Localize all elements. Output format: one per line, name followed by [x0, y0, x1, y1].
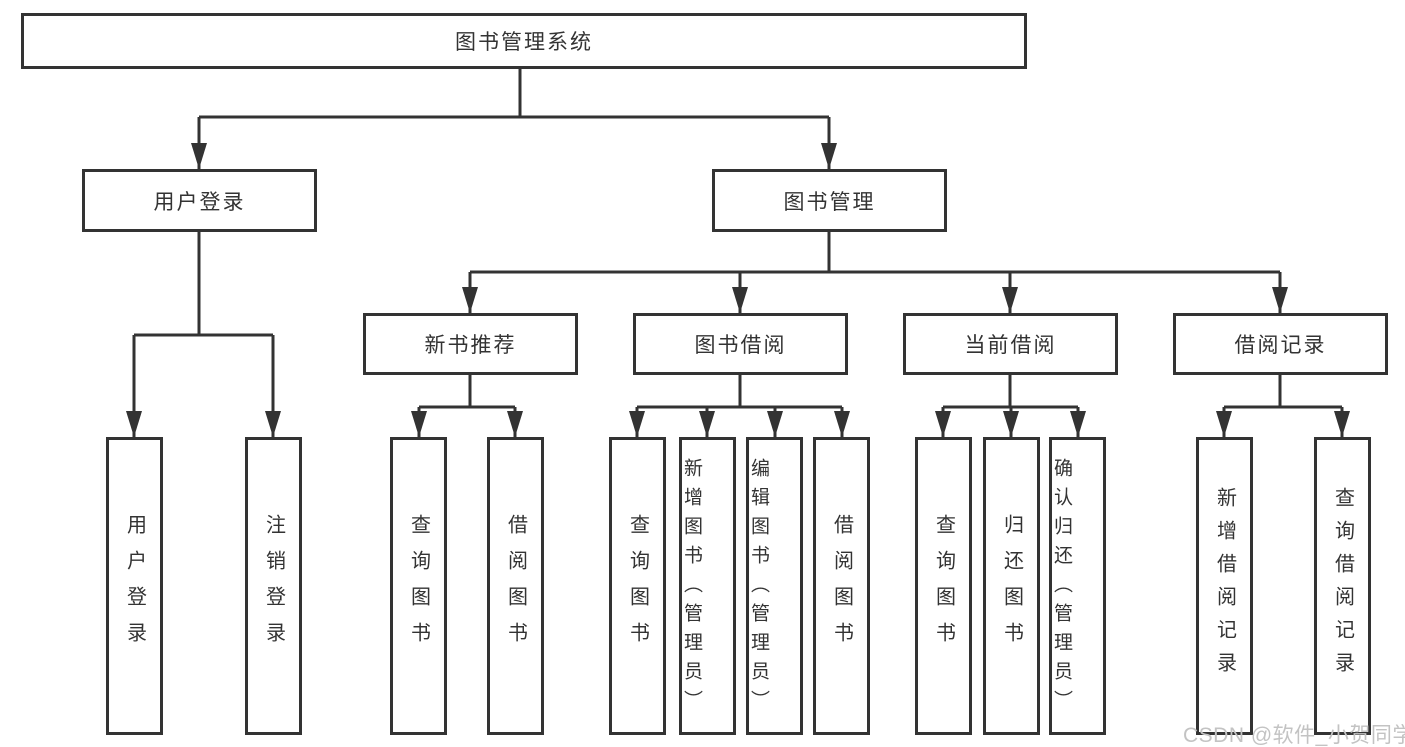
- leaf-confirm-return-admin: 确认归还（管理员）: [1049, 437, 1106, 735]
- node-book-borrowing: 图书借阅: [633, 313, 848, 375]
- leaf-borrow-books-recommend: 借阅图书: [487, 437, 544, 735]
- watermark: CSDN @软件_小贺同学: [1183, 724, 1405, 747]
- node-book-management: 图书管理: [712, 169, 947, 232]
- node-label: 借阅记录: [1234, 334, 1327, 357]
- leaf-label: 查询图书: [626, 514, 649, 658]
- leaf-return-books: 归还图书: [983, 437, 1040, 735]
- leaf-user-login: 用户登录: [106, 437, 163, 735]
- leaf-label: 新增借阅记录: [1213, 487, 1236, 685]
- leaf-label: 查询图书: [932, 514, 955, 658]
- leaf-query-books-borrow: 查询图书: [609, 437, 666, 735]
- leaf-add-borrow-record: 新增借阅记录: [1196, 437, 1253, 735]
- leaf-query-books-current: 查询图书: [915, 437, 972, 735]
- leaf-add-books-admin: 新增图书（管理员）: [679, 437, 736, 735]
- leaf-label: 用户登录: [123, 514, 146, 658]
- leaf-query-borrow-record: 查询借阅记录: [1314, 437, 1371, 735]
- node-label: 用户登录: [153, 190, 246, 214]
- node-current-borrowing: 当前借阅: [903, 313, 1118, 375]
- leaf-label: 借阅图书: [504, 514, 527, 658]
- leaf-edit-books-admin: 编辑图书（管理员）: [746, 437, 803, 735]
- node-label: 图书借阅: [694, 334, 787, 357]
- node-new-book-recommendation: 新书推荐: [363, 313, 578, 375]
- leaf-label: 查询图书: [407, 514, 430, 658]
- node-root-library-management-system: 图书管理系统: [21, 13, 1027, 69]
- leaf-logout: 注销登录: [245, 437, 302, 735]
- leaf-label: 新增图书（管理员）: [681, 458, 702, 719]
- arrowheads: [126, 143, 1350, 437]
- leaf-label: 归还图书: [1000, 514, 1023, 658]
- node-label: 图书管理系统: [455, 31, 593, 54]
- node-label: 新书推荐: [424, 334, 517, 357]
- leaf-label: 编辑图书（管理员）: [748, 458, 769, 719]
- leaf-query-books-recommend: 查询图书: [390, 437, 447, 735]
- node-user-login: 用户登录: [82, 169, 317, 232]
- node-label: 图书管理: [783, 190, 876, 214]
- leaf-label: 确认归还（管理员）: [1051, 458, 1072, 719]
- leaf-label: 注销登录: [262, 514, 285, 658]
- leaf-borrow-books-borrow: 借阅图书: [813, 437, 870, 735]
- leaf-label: 借阅图书: [830, 514, 853, 658]
- node-label: 当前借阅: [964, 334, 1057, 357]
- node-borrowing-records: 借阅记录: [1173, 313, 1388, 375]
- leaf-label: 查询借阅记录: [1331, 487, 1354, 685]
